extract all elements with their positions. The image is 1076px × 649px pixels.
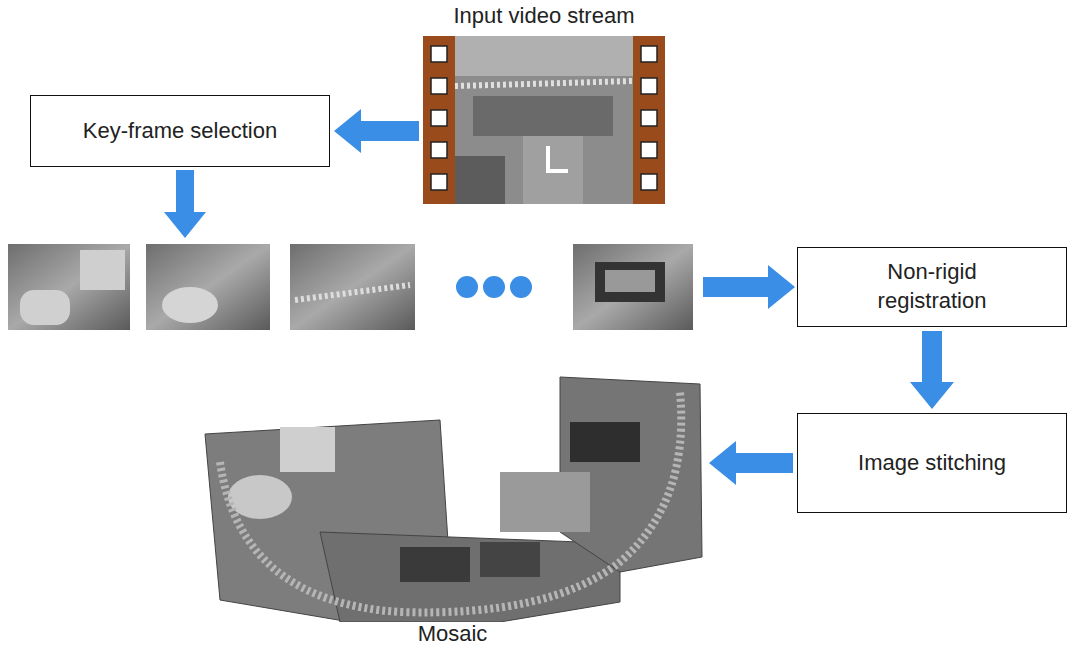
film-strip bbox=[423, 36, 665, 204]
process-box: Non-rigid registration bbox=[797, 247, 1067, 327]
flow-arrow bbox=[334, 109, 419, 153]
box-label: Key-frame selection bbox=[83, 117, 277, 146]
flow-arrow bbox=[709, 441, 793, 485]
caption-label: Mosaic bbox=[418, 620, 488, 649]
flow-arrow bbox=[164, 170, 206, 238]
box-label: Non-rigid registration bbox=[852, 258, 1012, 315]
process-box: Image stitching bbox=[797, 413, 1067, 513]
video-stream: Input video stream bbox=[423, 0, 665, 206]
mosaic-result: Mosaic bbox=[200, 372, 705, 649]
key-frame-images bbox=[8, 244, 693, 330]
box-label: Image stitching bbox=[858, 449, 1006, 478]
flow-arrow bbox=[910, 331, 954, 409]
caption-label: Input video stream bbox=[423, 0, 665, 31]
process-box: Key-frame selection bbox=[30, 95, 330, 167]
flow-arrow bbox=[703, 265, 795, 309]
mosaic-image bbox=[200, 372, 705, 622]
